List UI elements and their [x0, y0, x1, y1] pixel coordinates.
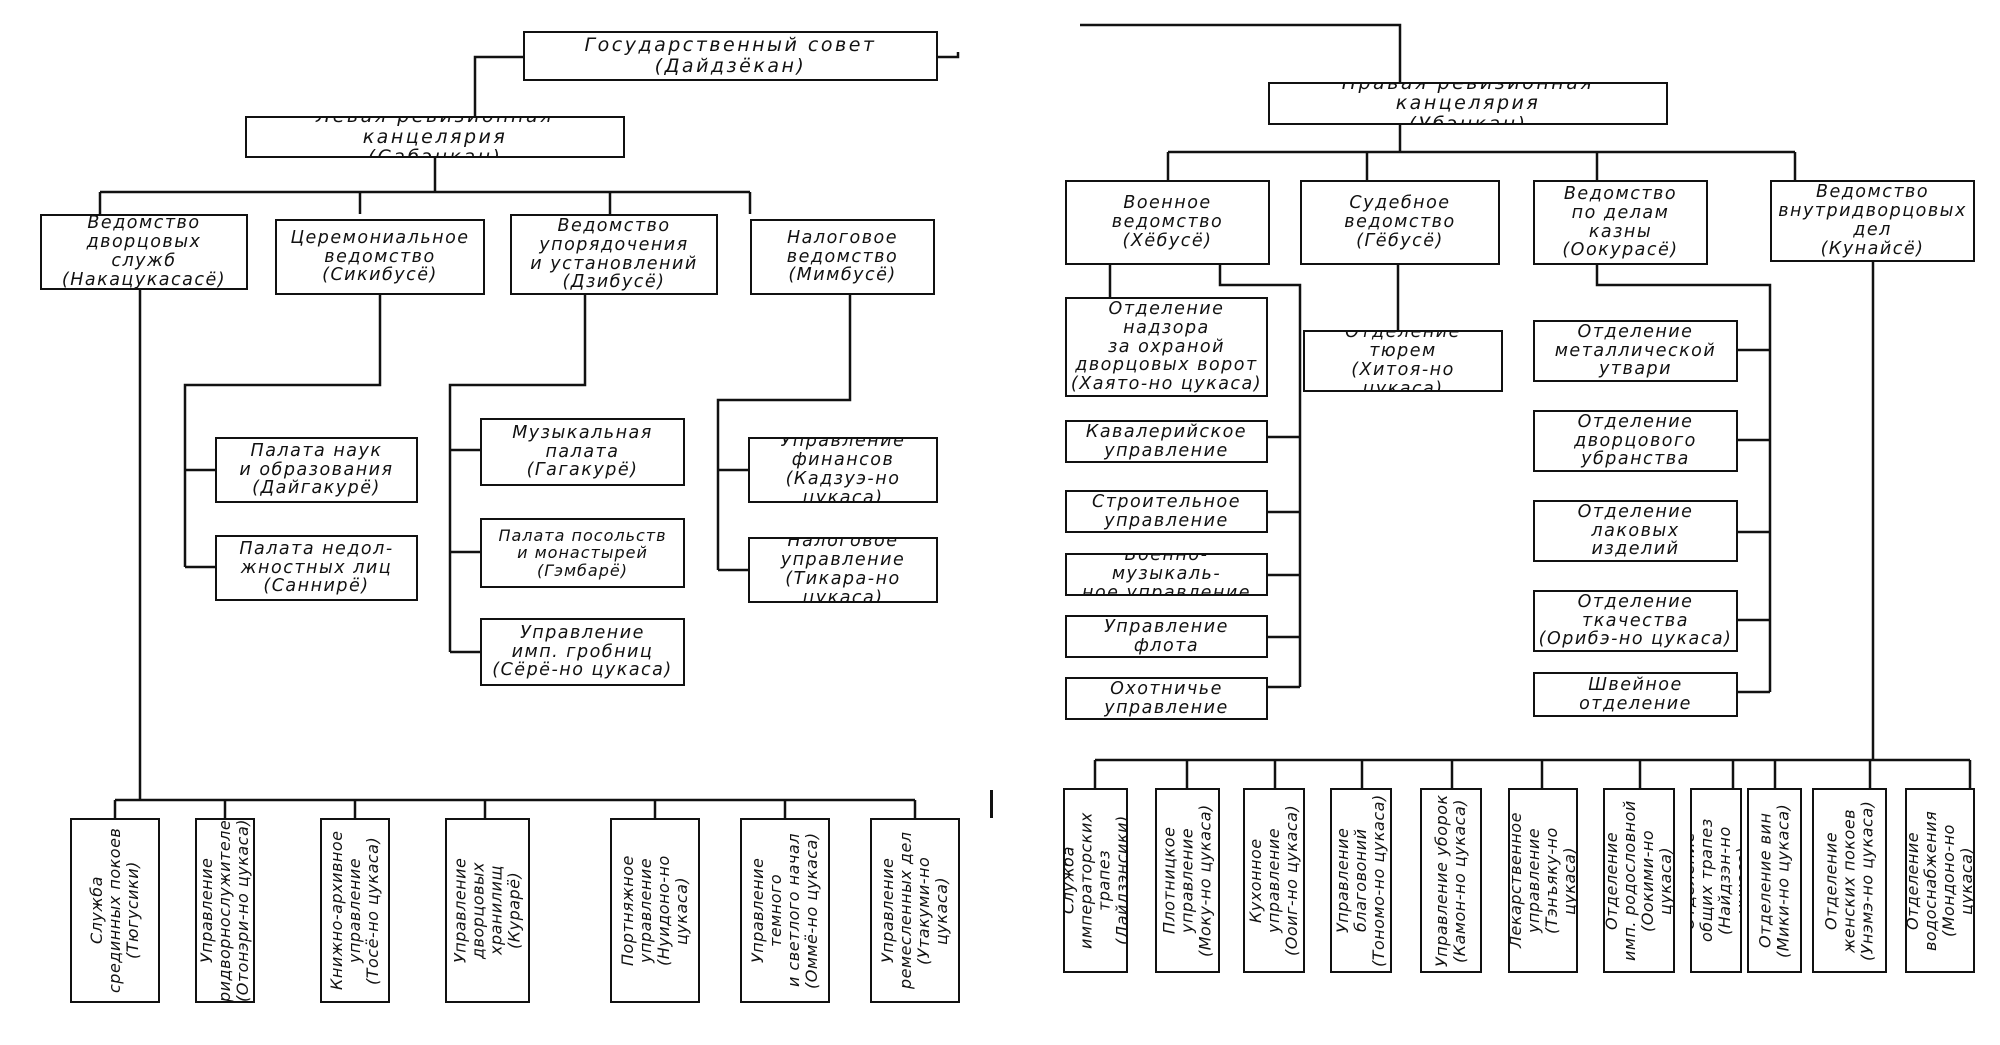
mimbu-sub-kazue-box: Управление финансов (Кадзуэ-но цукаса) [748, 437, 938, 503]
left-bottom-nuidono-box: Портняжное управление (Нуидоно-но цукаса… [610, 818, 700, 1003]
ministry-mimbu-box: Налоговое ведомство (Мимбусё) [750, 219, 935, 295]
ministry-hyobu-box: Военное ведомство (Хёбусё) [1065, 180, 1270, 265]
hyobu-sub-fleet-box: Управление флота [1065, 615, 1268, 658]
ministry-jibu-box: Ведомство упорядочения и установлений (Д… [510, 214, 718, 295]
right-bottom-moku-box: Плотницкое управление (Моку-но цукаса) [1155, 788, 1220, 973]
right-chancery-box: Правая ревизионная канцелярия (Убэнкан) [1268, 82, 1668, 125]
okura-sub-weaving-box: Отделение ткачества (Орибэ-но цукаса) [1533, 590, 1738, 652]
okura-sub-metal-box: Отделение металлической утвари [1533, 320, 1738, 382]
left-bottom-ommyo-box: Управление темного и светлого начал (Омм… [740, 818, 830, 1003]
ministry-shikibu-box: Церемониальное ведомство (Сикибусё) [275, 219, 485, 295]
left-bottom-kura-box: Управление дворцовых хранилищ (Курарё) [445, 818, 530, 1003]
hyobu-sub-cavalry-box: Кавалерийское управление [1065, 420, 1268, 463]
right-bottom-naizen-box: Отделение общих трапез (Найдзэн-но цукас… [1690, 788, 1742, 973]
left-bottom-chugushiki-box: Служба срединных покоев (Тюгусики) [70, 818, 160, 1003]
okura-sub-lacquer-box: Отделение лаковых изделий [1533, 500, 1738, 562]
right-bottom-kamon-box: Управление уборок (Камон-но цукаса) [1420, 788, 1482, 973]
left-bottom-otoneri-box: Управление придворнослужителей (Отонэри-… [195, 818, 255, 1003]
jibu-sub-gagaku-box: Музыкальная палата (Гагакурё) [480, 418, 685, 486]
hyobu-sub-construction-box: Строительное управление [1065, 490, 1268, 533]
hyobu-sub-hayato-box: Отделение надзора за охраной дворцовых в… [1065, 297, 1268, 397]
hyobu-sub-military-music-box: Военно-музыкаль- ное управление [1065, 553, 1268, 596]
ministry-okura-box: Ведомство по делам казны (Оокурасё) [1533, 180, 1708, 265]
right-bottom-tonomo-box: Управление благовоний (Тономо-но цукаса) [1330, 788, 1392, 973]
jibu-sub-gemba-box: Палата посольств и монастырей (Гэмбарё) [480, 518, 685, 588]
left-bottom-tosho-box: Книжно-архивное управление (Тосё-но цука… [320, 818, 390, 1003]
shikibu-sub-sanni-box: Палата недол- жностных лиц (Саннирё) [215, 535, 418, 601]
right-bottom-ookimi-box: Отделение имп. родословной (Оокими-но цу… [1603, 788, 1675, 973]
okura-sub-sewing-box: Швейное отделение [1533, 672, 1738, 717]
left-bottom-takumi-box: Управление ремесленных дел (Утакуми-но ц… [870, 818, 960, 1003]
mimbu-sub-chikara-box: Налоговое управление (Тикара-но цукаса) [748, 537, 938, 603]
right-bottom-mondono-box: Отделение водоснабжения (Мондоно-но цука… [1905, 788, 1975, 973]
ministry-nakatsukasa-box: Ведомство дворцовых служб (Накацукасасё) [40, 214, 248, 290]
right-bottom-tenyaku-box: Лекарственное управление (Тэнъяку-но цук… [1508, 788, 1578, 973]
shikibu-sub-daigaku-box: Палата наук и образования (Дайгакурё) [215, 437, 418, 503]
divider-mark [990, 790, 993, 818]
hyobu-sub-hunting-box: Охотничье управление [1065, 677, 1268, 720]
right-bottom-kitchen-box: Кухонное управление (Ооиг-но цукаса) [1243, 788, 1305, 973]
ministry-kunai-box: Ведомство внутридворцовых дел (Кунайсё) [1770, 180, 1975, 262]
right-bottom-miki-box: Отделение вин (Мики-но цукаса) [1747, 788, 1802, 973]
jibu-sub-shoryo-box: Управление имп. гробниц (Сёрё-но цукаса) [480, 618, 685, 686]
gyobu-sub-prisons-box: Отделение тюрем (Хитоя-но цукаса) [1303, 330, 1503, 392]
ministry-gyobu-box: Судебное ведомство (Гёбусё) [1300, 180, 1500, 265]
state-council-box: Государственный совет (Дайдзёкан) [523, 31, 938, 81]
left-chancery-box: Левая ревизионная канцелярия (Сабэнкан) [245, 116, 625, 158]
okura-sub-decor-box: Отделение дворцового убранства [1533, 410, 1738, 472]
right-bottom-daizenshiki-box: Служба императорских трапез (Дайдзэнсики… [1063, 788, 1128, 973]
right-bottom-uneme-box: Отделение женских покоев (Унэмэ-но цукас… [1812, 788, 1887, 973]
